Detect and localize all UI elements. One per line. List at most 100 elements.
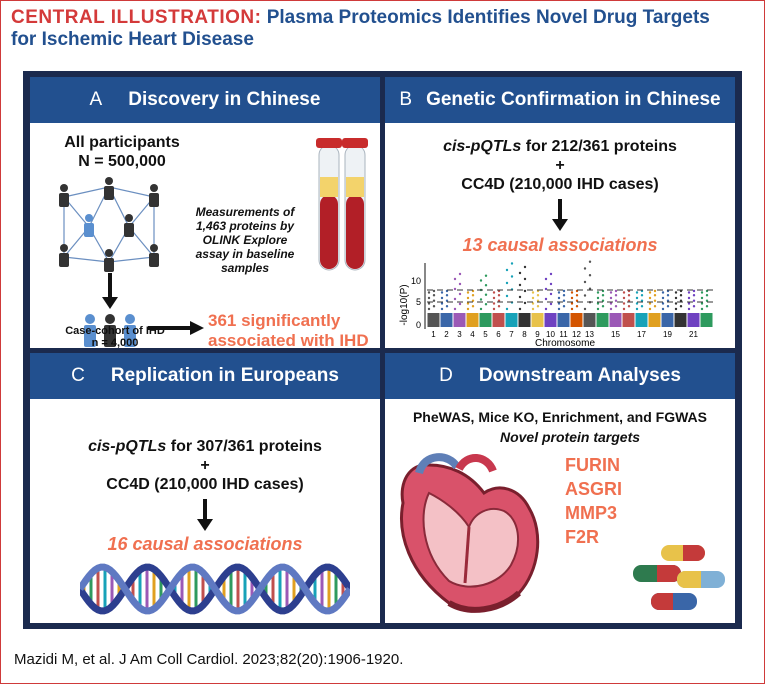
manhattan-point — [453, 287, 457, 291]
manhattan-band — [466, 313, 479, 327]
manhattan-band — [700, 313, 713, 327]
x-tick-label: 6 — [496, 330, 501, 339]
x-tick-label: 15 — [611, 330, 620, 339]
manhattan-point — [505, 268, 509, 272]
manhattan-point — [635, 307, 639, 311]
cis-pqtl-label: cis-pQTLs — [443, 138, 522, 155]
target-item: FURIN — [565, 455, 620, 475]
manhattan-point — [531, 307, 535, 311]
manhattan-point — [484, 274, 488, 277]
manhattan-point — [661, 291, 665, 294]
result-a-line2: associated with IHD — [208, 331, 369, 348]
manhattan-point — [601, 294, 605, 297]
capsules-icon — [633, 545, 725, 610]
manhattan-point — [484, 293, 488, 296]
manhattan-band — [427, 313, 440, 327]
result-c: 16 causal associations — [107, 534, 303, 554]
manhattan-point — [640, 305, 644, 308]
manhattan-point — [453, 307, 457, 311]
manhattan-point — [674, 307, 678, 311]
manhattan-point — [700, 307, 704, 311]
manhattan-band — [570, 313, 583, 327]
manhattan-band — [492, 313, 505, 327]
panel-b-text: cis-pQTLs for 212/361 proteins + CC4D (2… — [385, 137, 735, 194]
x-tick-label: 3 — [457, 330, 462, 339]
manhattan-point — [562, 289, 566, 293]
manhattan-point — [440, 296, 444, 300]
manhattan-point — [588, 287, 592, 290]
manhattan-point — [497, 305, 501, 308]
manhattan-point — [635, 296, 639, 300]
manhattan-point — [679, 305, 683, 308]
manhattan-band — [440, 313, 453, 327]
x-tick-label: 8 — [522, 330, 527, 339]
manhattan-point — [536, 294, 540, 297]
manhattan-point — [635, 291, 639, 294]
manhattan-point — [705, 299, 709, 302]
manhattan-xlabel: Chromosome — [535, 338, 595, 347]
panel-a-header: A Discovery in Chinese — [30, 77, 380, 123]
manhattan-point — [440, 302, 444, 305]
manhattan-point — [575, 294, 579, 297]
manhattan-point — [531, 296, 535, 300]
panel-d-letter: D — [439, 365, 453, 386]
manhattan-point — [601, 305, 605, 308]
figure-title: CENTRAL ILLUSTRATION: Plasma Proteomics … — [11, 7, 756, 51]
manhattan-point — [492, 296, 496, 300]
y-tick-label: 0 — [416, 320, 421, 330]
manhattan-point — [531, 302, 535, 305]
manhattan-band — [583, 313, 596, 327]
measure-line: OLINK Explore — [202, 233, 288, 247]
manhattan-point — [601, 299, 605, 302]
manhattan-point — [523, 265, 527, 269]
manhattan-point — [588, 260, 592, 263]
x-tick-label: 11 — [559, 330, 568, 339]
manhattan-band — [661, 313, 674, 327]
manhattan-point — [427, 296, 431, 300]
measure-line: 1,463 proteins by — [195, 219, 295, 233]
panel-a-title: Discovery in Chinese — [128, 89, 321, 110]
manhattan-point — [518, 283, 522, 287]
manhattan-point — [666, 305, 670, 308]
manhattan-point — [536, 305, 540, 308]
result-a: 361 significantly associated with IHD — [208, 311, 378, 348]
manhattan-band — [544, 313, 557, 327]
panel-c-title: Replication in Europeans — [110, 365, 339, 386]
d-line2: Novel protein targets — [499, 429, 641, 445]
manhattan-point — [453, 297, 457, 301]
manhattan-point — [518, 307, 522, 311]
measure-line: Measurements of — [195, 205, 295, 219]
target-item: MMP3 — [565, 503, 618, 523]
y-tick-label: 5 — [416, 297, 421, 307]
manhattan-band — [674, 313, 687, 327]
panel-b-letter: B — [399, 89, 413, 110]
manhattan-point — [614, 305, 618, 308]
c-plus: + — [200, 457, 210, 474]
manhattan-point — [440, 307, 444, 311]
manhattan-point — [549, 272, 553, 276]
manhattan-point — [466, 302, 470, 305]
manhattan-point — [510, 275, 514, 278]
manhattan-point — [497, 299, 501, 302]
manhattan-point — [484, 284, 488, 287]
manhattan-band — [479, 313, 492, 327]
manhattan-point — [700, 296, 704, 300]
manhattan-point — [700, 302, 704, 305]
manhattan-point — [479, 279, 483, 282]
manhattan-point — [557, 291, 561, 294]
panel-a-letter: A — [89, 89, 103, 110]
manhattan-point — [510, 262, 514, 265]
cis-pqtl-label: cis-pQTLs — [88, 438, 167, 455]
down-arrow-icon — [102, 273, 118, 309]
manhattan-point — [661, 302, 665, 305]
manhattan-point — [562, 299, 566, 302]
manhattan-point — [505, 281, 509, 285]
result-a-line1: 361 significantly — [208, 311, 341, 330]
b-plus: + — [555, 157, 565, 174]
blood-tubes-icon — [316, 138, 368, 271]
heart-icon — [400, 453, 540, 613]
target-item: F2R — [565, 527, 600, 547]
x-tick-label: 4 — [470, 330, 475, 339]
manhattan-point — [505, 294, 509, 298]
